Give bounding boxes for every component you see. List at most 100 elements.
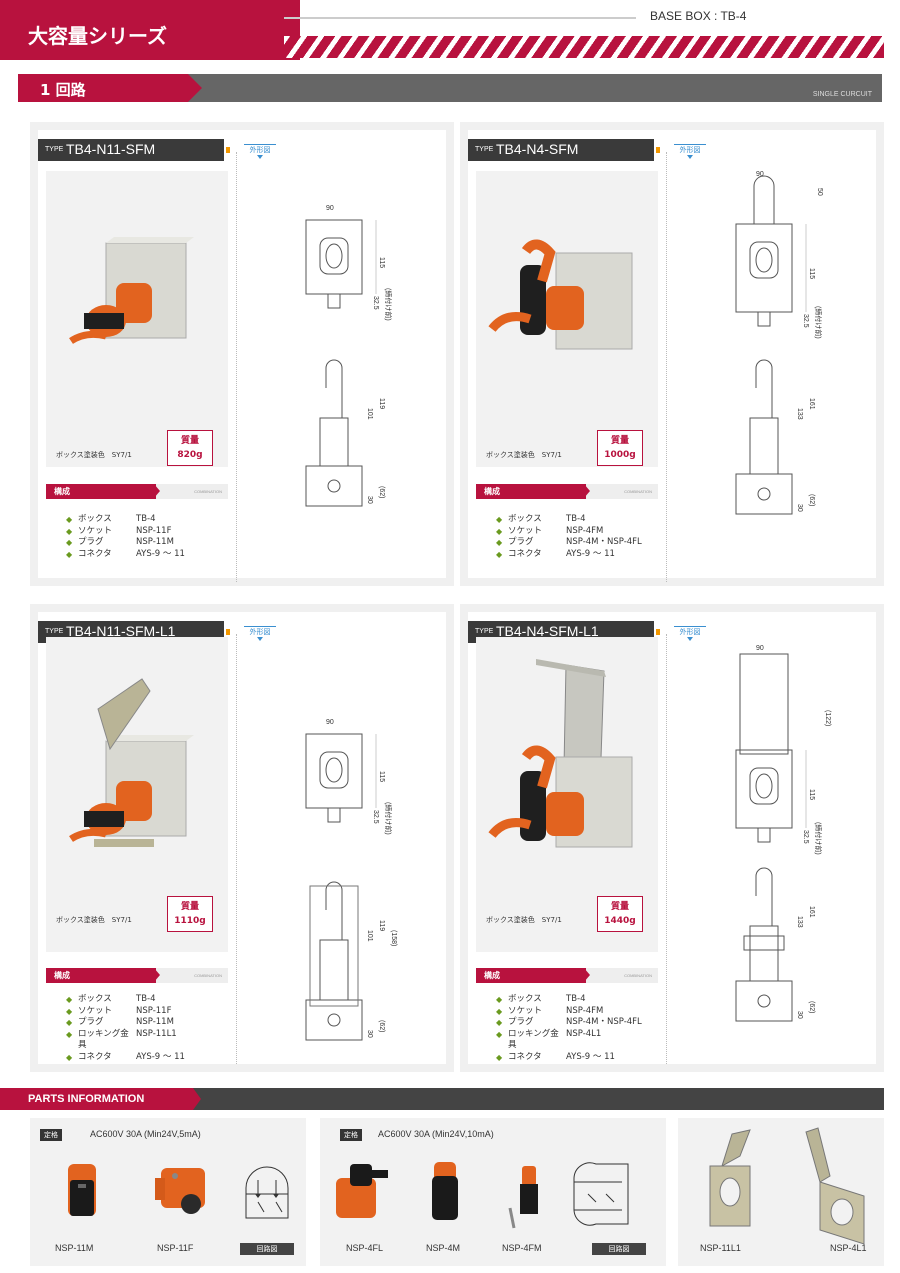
dim-mount: (締付け前) [814, 306, 823, 339]
part-name: ロッキング金具 [78, 1028, 129, 1051]
nsp-4m-image [432, 1162, 458, 1220]
outline-text: 外形図 [679, 628, 701, 636]
bullet-icon: ◆ [496, 1029, 503, 1039]
part-name: ボックス [78, 514, 112, 524]
mass-label: 質量 [180, 902, 199, 912]
part-value: NSP-4FM [566, 525, 604, 536]
product-photo [46, 171, 228, 467]
part-name: コネクタ [78, 1051, 112, 1062]
part-value: NSP-4M・NSP-4FL [566, 537, 642, 547]
combination-arrow [154, 484, 160, 498]
combination-sub: COMBINATION [624, 973, 652, 978]
dim-101: 133 [796, 408, 803, 420]
parts-item: NSP-4L1 [830, 1243, 867, 1253]
type-name: TB4-N11-SFM-L1 [66, 623, 176, 639]
part-name: ソケット [78, 525, 113, 536]
dim-mount: (締付け前) [384, 802, 393, 835]
bullet-icon: ◆ [66, 1006, 73, 1016]
parts-title: PARTS INFORMATION [0, 1088, 201, 1110]
outline-label: 外形図 [674, 144, 706, 159]
part-value: NSP-11F [136, 525, 172, 536]
type-label: TYPE [475, 628, 494, 635]
dim-101: 133 [796, 916, 803, 928]
type-dot [226, 147, 230, 153]
part-value: AYS-9 ～ 11 [136, 548, 185, 559]
dim-119: 161 [808, 398, 815, 410]
dim-mount: (締付け前) [814, 822, 823, 855]
dim-62: (62) [378, 1020, 385, 1032]
dim-115: 115 [808, 789, 815, 800]
bullet-icon: ◆ [496, 1052, 503, 1062]
combination-sub: COMBINATION [194, 489, 222, 494]
dim-30: 30 [366, 1030, 373, 1038]
nsp-11m-image [68, 1164, 96, 1216]
divider [236, 152, 237, 582]
part-value: AYS-9 ～ 11 [136, 1051, 185, 1062]
type-dot [656, 147, 660, 153]
part-value: NSP-4M・NSP-4FL [566, 1017, 642, 1027]
parts-item: NSP-4M [426, 1243, 461, 1253]
combination-arrow [584, 484, 590, 498]
part-value: TB-4 [136, 514, 156, 524]
part-name: プラグ [508, 537, 534, 547]
type-label: TYPE [45, 146, 64, 153]
parts-box-11: 定格 AC600V 30A (Min24V,5mA) NSP-11M NSP-1… [30, 1118, 306, 1266]
dim-32-5: 32.5 [802, 830, 809, 844]
bullet-icon: ◆ [496, 995, 503, 1004]
type-name: TB4-N4-SFM [496, 141, 579, 157]
parts-item: NSP-11L1 [700, 1243, 741, 1253]
rating-label: 定格 [40, 1129, 62, 1141]
part-value: NSP-4L1 [566, 1028, 602, 1039]
paint-color: ボックス塗装色 SY7/1 [56, 451, 132, 459]
part-value: NSP-11M [136, 537, 174, 547]
combination-arrow [584, 968, 590, 982]
mass-label: 質量 [610, 902, 629, 912]
dim-62: (62) [808, 494, 815, 506]
part-name: ソケット [508, 525, 543, 536]
bullet-icon: ◆ [66, 1029, 73, 1039]
bullet-icon: ◆ [496, 515, 503, 524]
bullet-icon: ◆ [496, 549, 503, 559]
dim-30: 30 [366, 496, 373, 504]
part-value: NSP-11F [136, 1005, 172, 1016]
dim-115: 115 [378, 257, 385, 268]
paint-color: ボックス塗装色 SY7/1 [486, 916, 562, 924]
part-value: AYS-9 ～ 11 [566, 548, 615, 559]
outline-label: 外形図 [244, 626, 276, 641]
part-value: NSP-11M [136, 1017, 174, 1027]
circuit-label: 回路図 [592, 1243, 646, 1255]
bullet-icon: ◆ [496, 538, 503, 547]
dim-30: 30 [796, 504, 803, 512]
circuit-label: 回路図 [240, 1243, 294, 1255]
bullet-icon: ◆ [66, 1052, 73, 1062]
type-name: TB4-N11-SFM [66, 141, 156, 157]
combination-label: 構成 [484, 487, 500, 496]
dim-122: (122) [824, 710, 831, 726]
part-name: コネクタ [508, 548, 542, 559]
nsp-11f-image [155, 1168, 205, 1214]
base-box-label: BASE BOX : TB-4 [650, 9, 747, 23]
dim-62: (62) [808, 1001, 815, 1013]
page-title: 大容量シリーズ [0, 0, 300, 60]
product-photo [476, 171, 658, 467]
outline-text: 外形図 [679, 146, 701, 154]
rating-value: AC600V 30A (Min24V,5mA) [90, 1129, 201, 1139]
part-name: コネクタ [78, 548, 112, 559]
